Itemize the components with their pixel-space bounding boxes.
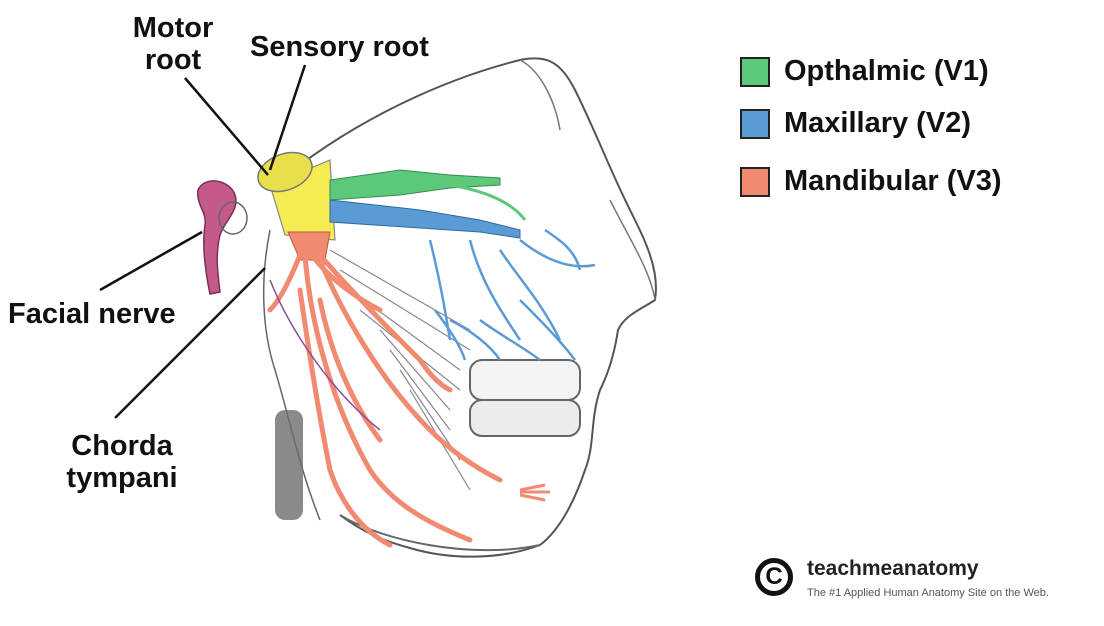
chorda-tympani-label: Chorda tympani (52, 430, 192, 494)
chorda-tympani-label-line2: tympani (66, 462, 178, 494)
chorda-tympani-label-line1: Chorda (71, 430, 173, 462)
facial-nerve-shape (197, 180, 237, 295)
legend-item-ophthalmic: Opthalmic (V1) (740, 55, 989, 88)
brow-contour (519, 59, 561, 131)
temporal-region (262, 229, 321, 521)
brand-tagline: The #1 Applied Human Anatomy Site on the… (807, 587, 1049, 599)
vessel-column (275, 410, 303, 520)
copyright-logo-icon: C (755, 558, 793, 596)
legend-swatch-mandibular (740, 166, 770, 197)
mandibular-branches (267, 252, 503, 548)
maxillary-branches (428, 228, 596, 362)
chorda-tympani-fiber (269, 279, 381, 431)
chorda-tympani-leader (114, 267, 266, 419)
legend-item-maxillary: Maxillary (V2) (740, 107, 971, 140)
lingual-tip (519, 483, 550, 502)
legend-label-ophthalmic: Opthalmic (V1) (784, 55, 989, 87)
ophthalmic-branch (329, 169, 501, 201)
ophthalmic-twig (449, 183, 527, 221)
legend-label-mandibular: Mandibular (V3) (784, 165, 1002, 197)
head-outline (299, 57, 657, 558)
facial-nerve-label: Facial nerve (8, 298, 176, 330)
maxillary-trunk (329, 199, 521, 239)
legend-item-mandibular: Mandibular (V3) (740, 165, 1002, 198)
legend-swatch-ophthalmic (740, 56, 770, 87)
motor-root-label-line2: root (144, 44, 202, 76)
facial-nerve-loop (218, 201, 248, 235)
nose-contour (609, 199, 656, 301)
upper-teeth (469, 359, 581, 401)
motor-root-label-line1: Motor (132, 12, 214, 44)
legend-label-maxillary: Maxillary (V2) (784, 107, 971, 139)
sensory-root-leader (268, 64, 307, 171)
brand-text: teachmeanatomy The #1 Applied Human Anat… (807, 556, 1049, 600)
brand-name: teachmeanatomy (807, 557, 979, 580)
legend-swatch-maxillary (740, 108, 770, 139)
mandible-contour (339, 514, 541, 552)
motor-root-label: Motor root (118, 12, 228, 76)
brand-watermark: C teachmeanatomy The #1 Applied Human An… (755, 556, 1049, 600)
motor-root-leader (184, 77, 269, 176)
sensory-root-label: Sensory root (250, 31, 429, 63)
facial-nerve-leader (99, 230, 203, 292)
lower-teeth (469, 399, 581, 437)
